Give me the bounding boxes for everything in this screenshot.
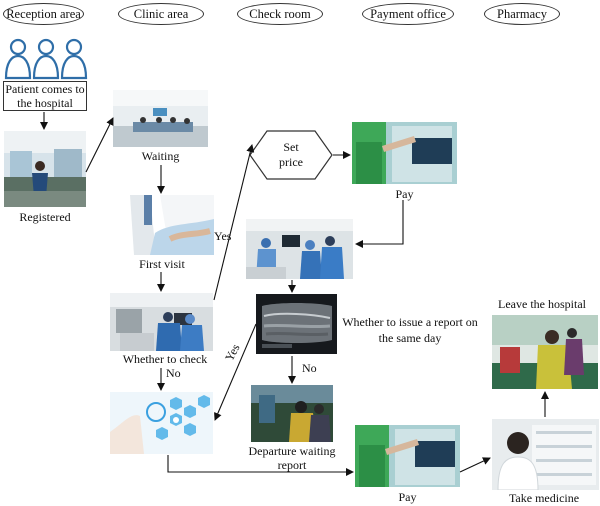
pay-top-photo <box>352 122 457 184</box>
take-medicine-photo <box>492 419 599 490</box>
leave-hospital-label: Leave the hospital <box>498 297 586 311</box>
first-visit-label: First visit <box>139 257 185 271</box>
arrow-scan-yes-to-digital <box>214 323 257 421</box>
patients-group-icon <box>4 36 90 80</box>
ultrasound-room-photo <box>246 219 353 279</box>
arrow-yes-to-set-price <box>213 144 255 301</box>
whether-to-check-photo <box>110 293 213 351</box>
registered-photo <box>4 131 86 207</box>
column-payment-office: Payment office <box>362 3 454 25</box>
column-reception-area: Reception area <box>3 3 84 25</box>
patient-comes-box <box>3 81 87 111</box>
no-report-label: No <box>302 361 317 375</box>
column-clinic-area: Clinic area <box>118 3 204 25</box>
no-check-label: No <box>166 366 181 380</box>
yes-upper-label: Yes <box>214 229 232 243</box>
whether-to-check-label: Whether to check <box>122 352 208 366</box>
arrow-digital-to-pay <box>167 455 354 476</box>
arrow-registered-to-waiting <box>85 117 114 173</box>
take-medicine-label: Take medicine <box>508 491 580 505</box>
pay-top-label: Pay <box>395 187 414 201</box>
departure-label: Departure waiting report <box>248 444 336 472</box>
departure-photo <box>251 385 333 442</box>
arrow-pay-to-take-medicine <box>459 457 491 473</box>
leave-hospital-photo <box>492 315 598 389</box>
first-visit-photo <box>110 195 214 255</box>
column-check-room: Check room <box>237 3 323 25</box>
pay-bottom-photo <box>355 425 460 487</box>
pay-bottom-label: Pay <box>398 490 417 504</box>
set-price-label: Set price <box>279 140 303 169</box>
patient-comes-label: Patient comes to the hospital <box>5 82 85 110</box>
arrow-pay-to-ultrasound <box>355 200 404 248</box>
report-question-label: Whether to issue a report on the same da… <box>342 315 478 345</box>
column-pharmacy: Pharmacy <box>484 3 560 25</box>
registered-label: Registered <box>19 210 71 224</box>
waiting-label: Waiting <box>141 149 180 163</box>
ultrasound-scan-photo <box>256 294 337 354</box>
waiting-photo <box>113 90 208 147</box>
digital-health-photo <box>110 392 213 454</box>
